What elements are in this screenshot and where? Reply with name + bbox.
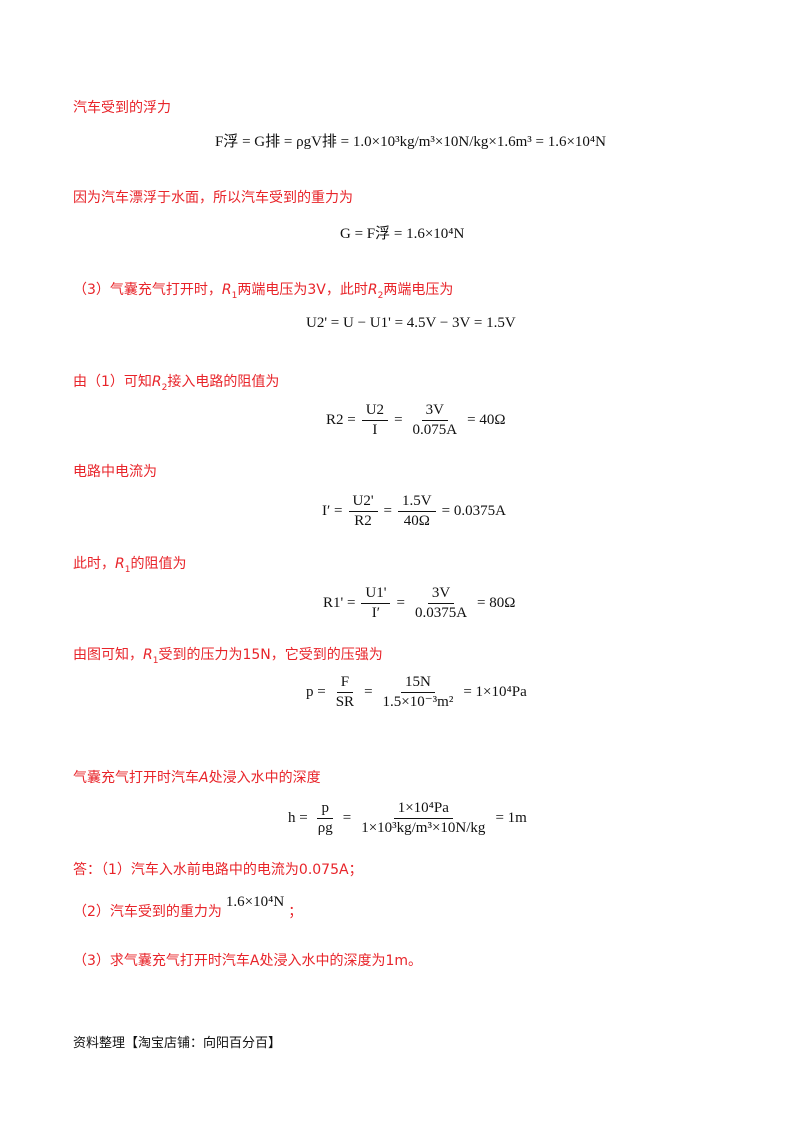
r2-symbol: R: [151, 374, 162, 390]
r2-subscript: 2: [377, 290, 384, 301]
eq6-fraction-1: U1'I′: [361, 585, 391, 622]
text-current: 电路中电流为: [73, 464, 157, 480]
text-depth-b: 处浸入水中的深度: [208, 770, 321, 786]
text-r1-b: 的阻值为: [130, 556, 187, 572]
eq4-equals: =: [394, 412, 403, 428]
answer-2-b: ；: [288, 904, 303, 920]
eq8-den-1: ρg: [317, 820, 333, 836]
answer-1: 答：（1）汽车入水前电路中的电流为0.075A；: [73, 862, 363, 878]
text-part3-a: （3）气囊充气打开时，: [73, 282, 222, 298]
r1-symbol: R: [221, 282, 232, 298]
eq7-num-2: 15N: [401, 674, 435, 693]
eq6-den-2: 0.0375A: [414, 605, 468, 621]
text-r2: 由（1）可知R2接入电路的阻值为: [73, 372, 279, 398]
eq8-equals: =: [342, 810, 352, 826]
eq8-rhs: = 1m: [495, 810, 527, 826]
eq5-num-1: U2': [348, 493, 378, 512]
text-r2-a: 由（1）可知: [73, 374, 152, 390]
eq5-lhs: I′ =: [322, 503, 343, 519]
answer-2-value: 1.6×10⁴N: [225, 894, 285, 910]
eq4-lhs: R2 =: [326, 412, 356, 428]
text-gravity: 因为汽车漂浮于水面，所以汽车受到的重力为: [73, 190, 353, 206]
eq8-num-2: 1×10⁴Pa: [393, 800, 453, 819]
eq6-equals: =: [396, 595, 405, 611]
equation-u2: U2' = U − U1' = 4.5V − 3V = 1.5V: [306, 315, 516, 331]
eq4-den-1: I: [372, 422, 378, 438]
text-r1: 此时，R1的阻值为: [73, 554, 186, 580]
eq6-den-1: I′: [371, 605, 381, 621]
eq8-den-2: 1×10³kg/m³×10N/kg: [361, 820, 486, 836]
eq8-num-1: p: [317, 800, 333, 819]
text-pressure-a: 由图可知，: [73, 647, 143, 663]
eq5-den-1: R2: [354, 513, 372, 529]
eq6-lhs: R1' =: [323, 595, 356, 611]
eq7-rhs: = 1×10⁴Pa: [463, 684, 527, 700]
text-pressure-b: 受到的压力为15N，它受到的压强为: [158, 647, 383, 663]
eq7-den-1: SR: [335, 694, 355, 710]
r1-subscript: 1: [231, 290, 238, 301]
eq4-num-2: 3V: [421, 402, 448, 421]
r1-symbol: R: [143, 647, 153, 663]
eq4-den-2: 0.075A: [412, 422, 458, 438]
text-part3-c: 两端电压为: [383, 282, 454, 298]
eq5-rhs: = 0.0375A: [441, 503, 506, 519]
eq7-lhs: p =: [306, 684, 326, 700]
eq4-rhs: = 40Ω: [467, 412, 506, 428]
text-part3-b: 两端电压为3V，此时: [237, 282, 368, 298]
eq6-rhs: = 80Ω: [477, 595, 516, 611]
footer-source: 资料整理【淘宝店铺：向阳百分百】: [73, 1036, 282, 1051]
eq7-num-1: F: [336, 674, 354, 693]
eq5-equals: =: [383, 503, 393, 519]
text-r2-b: 接入电路的阻值为: [167, 374, 280, 390]
eq7-equals: =: [364, 684, 373, 700]
r2-subscript: 2: [161, 382, 168, 393]
text-buoyancy: 汽车受到的浮力: [73, 100, 171, 116]
answer-2: （2）汽车受到的重力为1.6×10⁴N；: [73, 894, 303, 922]
eq6-num-2: 3V: [427, 585, 455, 604]
text-pressure: 由图可知，R1受到的压力为15N，它受到的压强为: [73, 645, 383, 671]
point-a-symbol: A: [199, 770, 209, 786]
eq6-num-1: U1': [361, 585, 391, 604]
r2-symbol: R: [367, 282, 378, 298]
r1-subscript: 1: [152, 655, 159, 666]
eq5-num-2: 1.5V: [398, 493, 436, 512]
eq5-fraction-1: U2'R2: [348, 493, 378, 530]
r1-subscript: 1: [124, 564, 131, 575]
equation-gravity: G = F浮 = 1.6×10⁴N: [340, 226, 465, 242]
eq5-den-2: 40Ω: [403, 513, 430, 529]
text-depth-a: 气囊充气打开时汽车: [73, 770, 199, 786]
answer-3: （3）求气囊充气打开时汽车A处浸入水中的深度为1m。: [73, 953, 423, 969]
text-r1-a: 此时，: [73, 556, 115, 572]
eq4-num-1: U2: [361, 402, 389, 421]
text-part3: （3）气囊充气打开时，R1两端电压为3V，此时R2两端电压为: [73, 280, 453, 306]
eq8-lhs: h =: [288, 810, 308, 826]
answer-2-a: （2）汽车受到的重力为: [73, 904, 222, 920]
eq7-den-2: 1.5×10⁻³m²: [382, 694, 454, 710]
text-depth: 气囊充气打开时汽车A处浸入水中的深度: [73, 768, 321, 788]
r1-symbol: R: [115, 556, 125, 572]
equation-buoyancy: F浮 = G排 = ρgV排 = 1.0×10³kg/m³×10N/kg×1.6…: [215, 134, 606, 150]
